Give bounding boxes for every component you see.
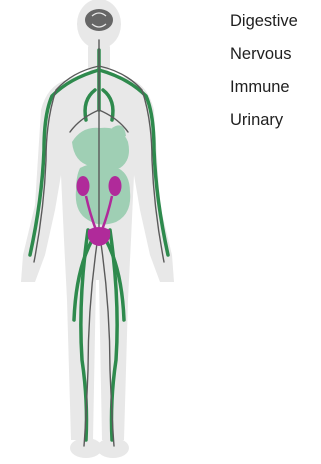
legend-item-immune: Immune [230, 76, 321, 109]
digestive-system [72, 125, 130, 224]
brain [85, 9, 113, 31]
legend: Digestive Nervous Immune Urinary [230, 10, 321, 142]
legend-item-digestive: Digestive [230, 10, 321, 43]
legend-item-urinary: Urinary [230, 109, 321, 142]
legend-item-nervous: Nervous [230, 43, 321, 76]
